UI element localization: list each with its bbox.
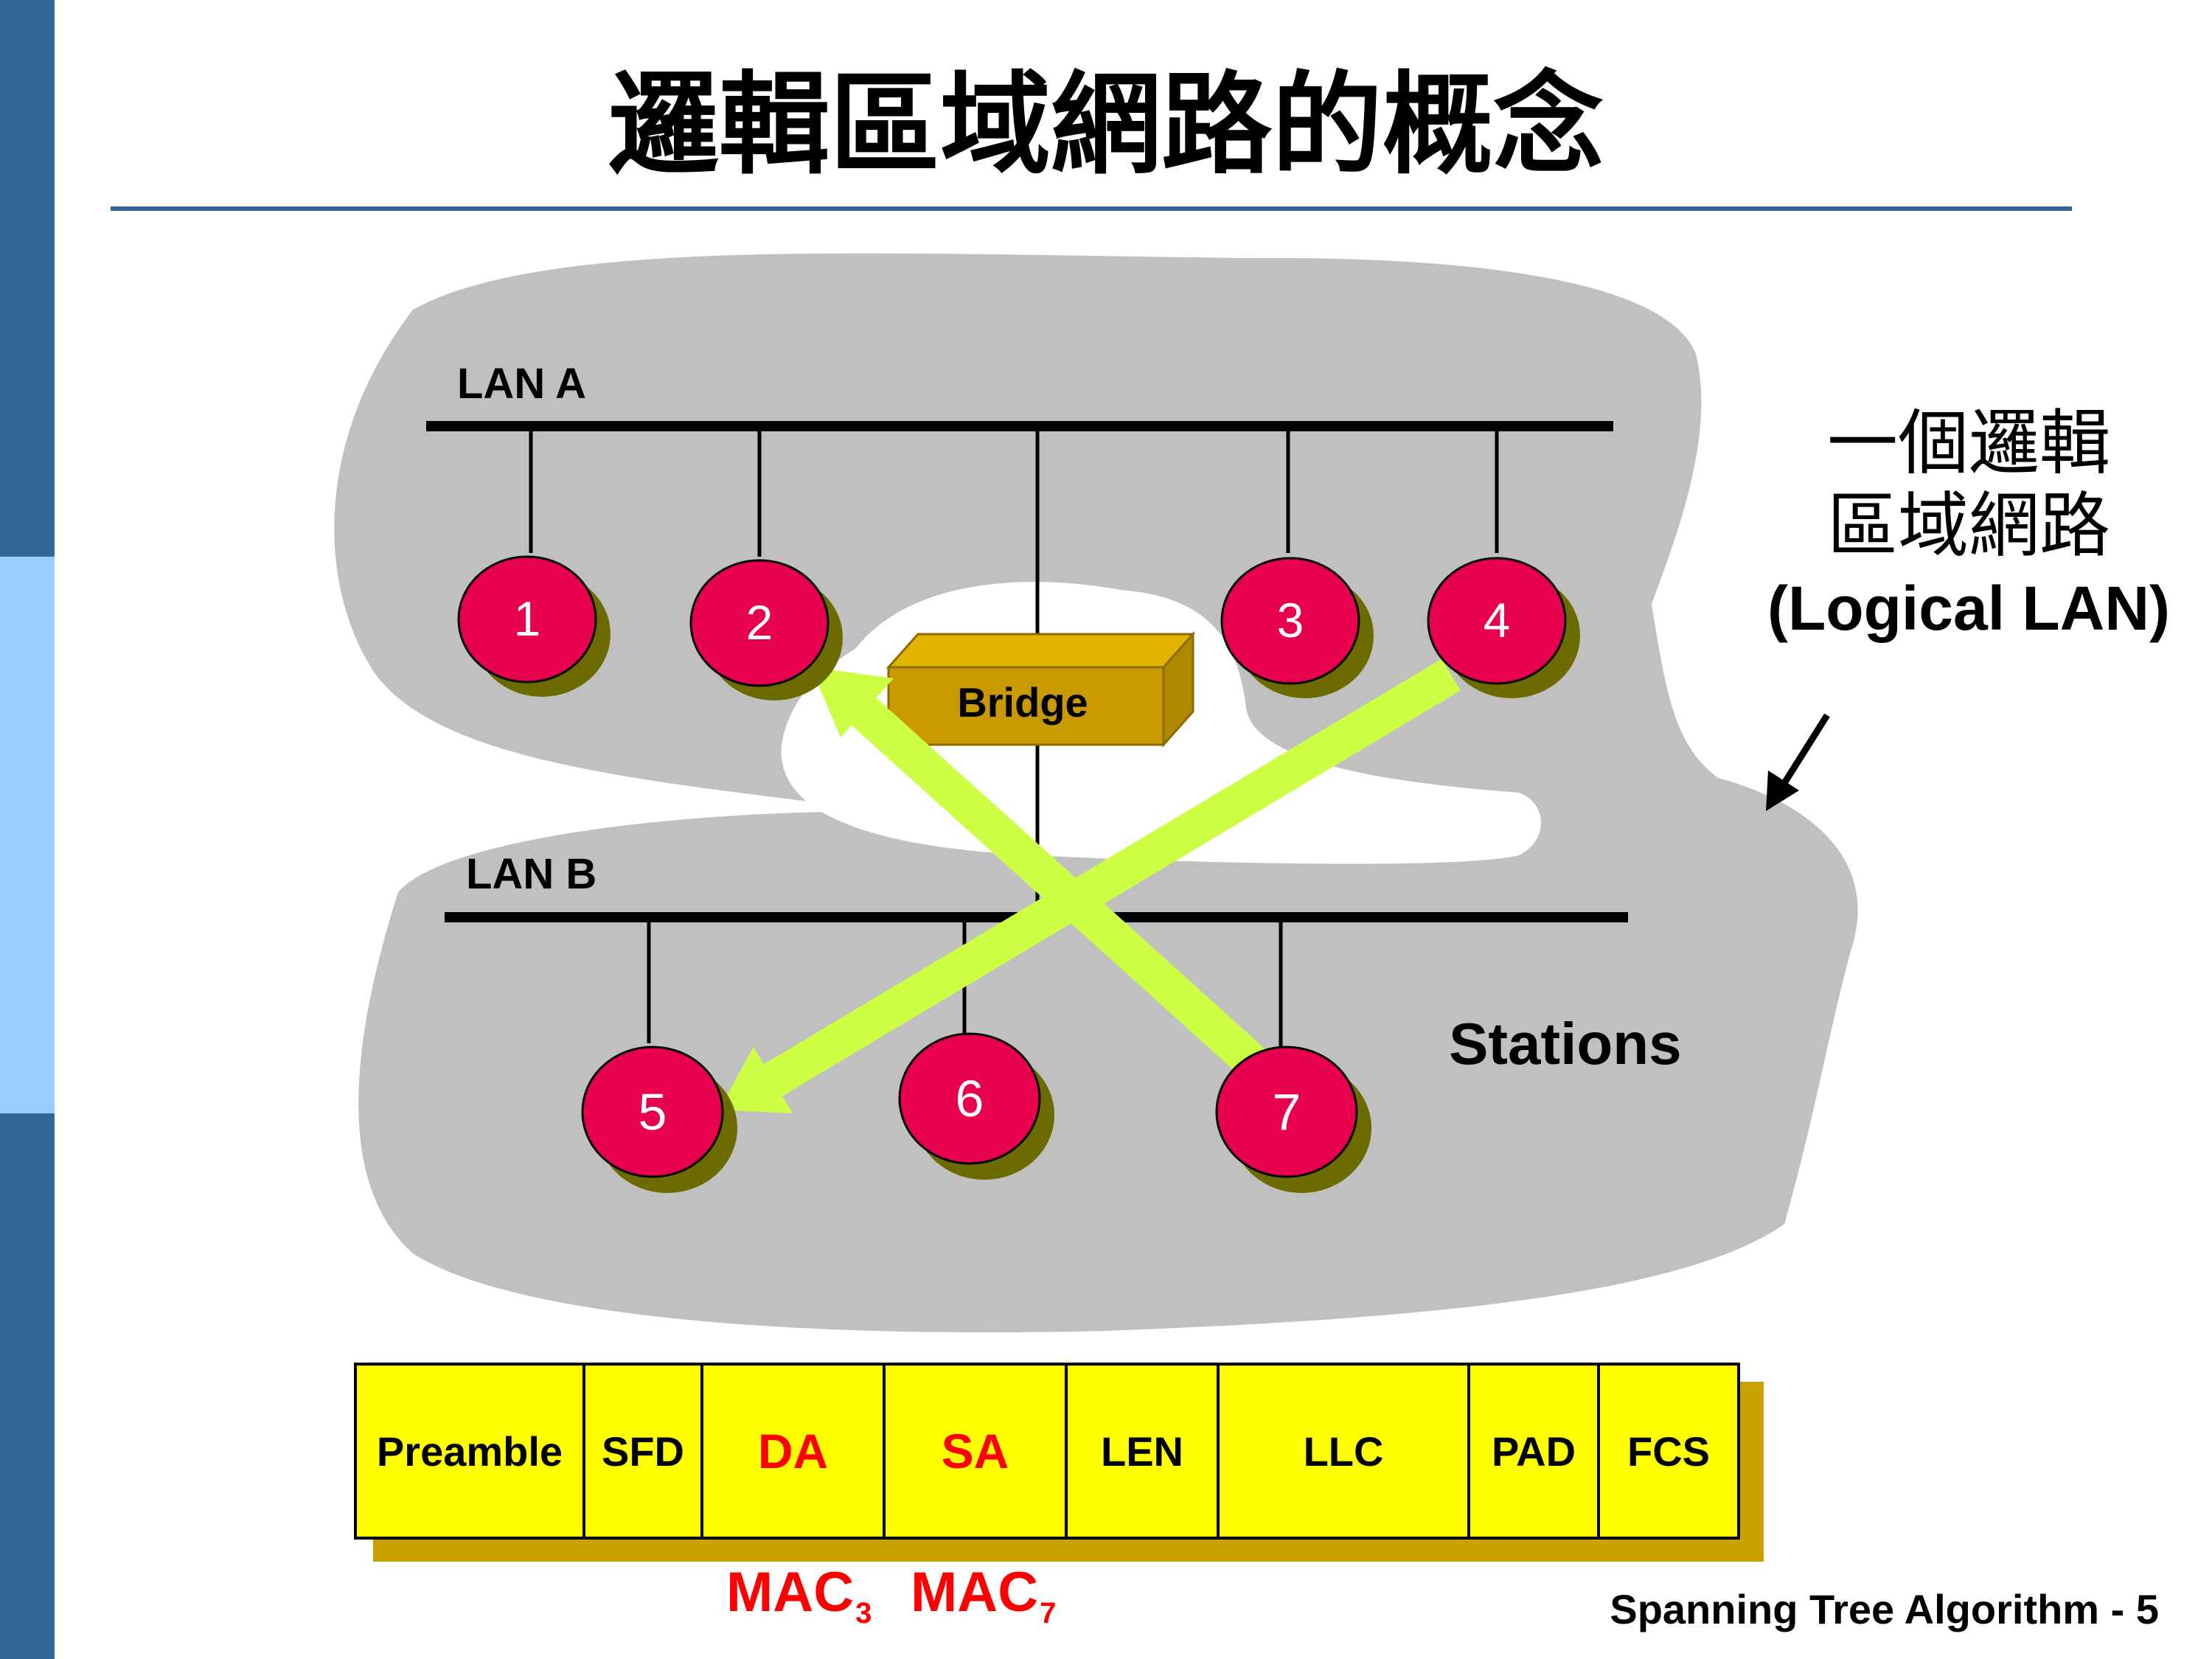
station-circle (689, 559, 830, 687)
mac-label-text: MAC (726, 1561, 855, 1624)
mac-label-sa: MAC7 (911, 1559, 1056, 1646)
arrow-4-to-5-head (719, 1047, 793, 1113)
station-2[interactable]: 2 (689, 559, 843, 700)
station-circle (457, 555, 597, 684)
station-number: 1 (514, 591, 541, 646)
frame-field-sfd: SFD (582, 1363, 703, 1540)
slide-footer: Spanning Tree Algorithm - 5 (1610, 1586, 2159, 1632)
lan-a-label: LAN A (457, 360, 586, 408)
frame-field-sa: SA (883, 1363, 1068, 1540)
station-3[interactable]: 3 (1220, 557, 1374, 698)
sidebar-segment-middle (0, 557, 55, 1113)
logical-lan-callout: 一個邏輯 區域網路 (Logical LAN) (1711, 402, 2212, 650)
sidebar-segment-bottom (0, 1113, 55, 1659)
bridge-top-face (886, 633, 1196, 669)
arrow-4-to-5-shaft (757, 658, 1461, 1100)
sidebar-segment-top (0, 0, 55, 557)
logical-lan-line-1: 一個邏輯 (1827, 402, 2110, 484)
mac-label-text: MAC (911, 1561, 1039, 1624)
title-rule (111, 206, 2072, 211)
logical-lan-pointer-head (1766, 771, 1799, 811)
frame-field-preamble: Preamble (354, 1363, 585, 1540)
station-number: 5 (639, 1083, 667, 1141)
mac-label-sub: 7 (1040, 1597, 1057, 1630)
logical-lan-pointer (1778, 713, 1830, 791)
station-circle (1220, 557, 1360, 685)
station-1[interactable]: 1 (457, 555, 611, 697)
frame-field-fcs: FCS (1597, 1363, 1740, 1540)
station-number: 3 (1277, 593, 1304, 647)
arrow-7-to-2-head (811, 667, 894, 737)
station-number: 6 (956, 1070, 984, 1127)
stations-label: Stations (1449, 1011, 1682, 1077)
station-circle (1427, 557, 1567, 685)
station-number: 4 (1484, 593, 1511, 647)
sidebar-accent (0, 0, 55, 1659)
station-circle (581, 1046, 724, 1178)
station-6[interactable]: 6 (898, 1032, 1054, 1180)
frame-field-len: LEN (1065, 1363, 1220, 1540)
logical-lan-line-3: (Logical LAN) (1767, 574, 2170, 643)
bridge-front-face (887, 666, 1165, 746)
slide-title: 邏輯區域網路的概念 (608, 61, 1604, 189)
station-5[interactable]: 5 (581, 1046, 737, 1193)
logical-lan-line-2: 區域網路 (1827, 484, 2110, 567)
station-4[interactable]: 4 (1427, 557, 1580, 698)
station-number: 2 (746, 595, 773, 650)
lan-b-label: LAN B (466, 850, 597, 898)
station-circle (898, 1032, 1041, 1165)
station-7[interactable]: 7 (1215, 1046, 1371, 1193)
station-number: 7 (1273, 1083, 1301, 1141)
mac-label-sub: 3 (855, 1597, 872, 1630)
bridge-label: Bridge (957, 679, 1088, 726)
frame-field-da: DA (700, 1363, 886, 1540)
lan-a-bus (426, 421, 1613, 431)
frame-field-pad: PAD (1467, 1363, 1600, 1540)
frame-field-llc: LLC (1217, 1363, 1470, 1540)
station-circle (1215, 1046, 1358, 1178)
mac-label-da: MAC3 (726, 1559, 872, 1646)
